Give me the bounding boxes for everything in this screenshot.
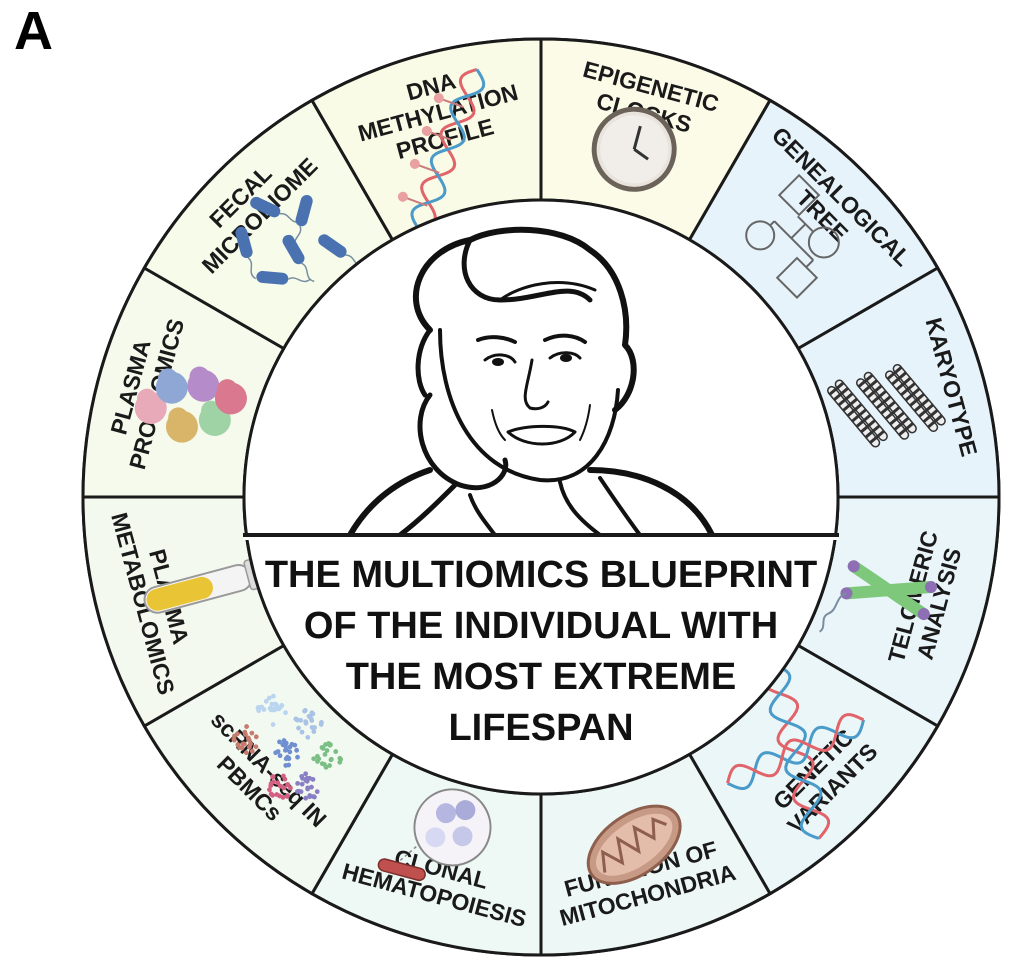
panel-letter: A [14,1,53,61]
segment-plasma-proteomics: PLASMAPROTEOMICS [81,265,286,499]
cell-clusters-icon [231,693,344,801]
center-title-line: THE MULTIOMICS BLUEPRINT [265,554,817,596]
portrait-illustration [347,226,715,538]
segment-karyotype: KARYOTYPE [796,265,1001,499]
center-circle [242,198,840,796]
proteins-icon [134,366,247,443]
center-layer: THE MULTIOMICS BLUEPRINT OF THE INDIVIDUA… [242,198,840,796]
center-title-line: THE MOST EXTREME [346,656,737,698]
methylated-dna-icon [397,67,486,231]
segment-epigenetic-clocks: EPIGENETICCLOCKS [539,37,773,242]
segment-plasma-metabolomics: PLASMAMETABOLOMICS [81,495,286,729]
clock-icon [591,106,677,192]
center-title-line: LIFESPAN [448,707,633,749]
center-title-line: OF THE INDIVIDUAL WITH [304,605,778,647]
pedigree-icon [745,173,840,300]
center-title: THE MULTIOMICS BLUEPRINT OF THE INDIVIDUA… [265,554,817,749]
chromosomes-icon [827,363,946,448]
dna-helix-icon [726,663,865,840]
telomere-chromosome-icon [818,560,937,633]
mitochondrion-icon [586,804,682,885]
bacteria-icon [235,194,365,285]
blood-cells-icon [377,788,492,882]
